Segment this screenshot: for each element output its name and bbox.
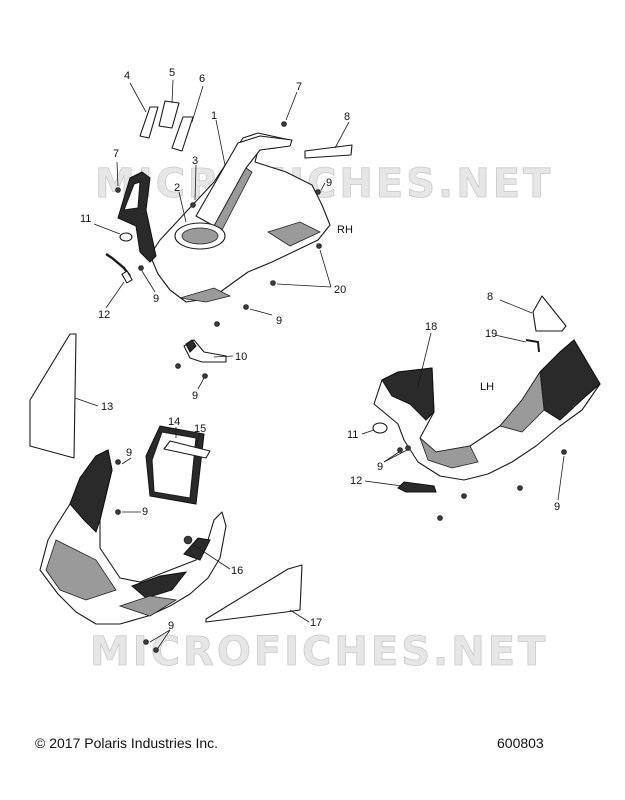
fastener-20-a [316,243,322,249]
side-panel-17 [205,564,303,623]
callout-16: 16 [231,565,243,577]
callout-numbers: 4 5 6 1 2 3 7 7 8 9 RH 11 12 9 20 9 10 9… [80,67,560,632]
leader-lines [74,79,565,649]
fastener-7-left [115,187,121,193]
strap-12-lh [397,481,437,493]
callout-18: 18 [425,321,437,333]
fastener-9-right [315,189,321,195]
decal-5 [158,100,180,129]
callout-9-lower-top: 9 [126,447,132,459]
grommet-11-rh [119,232,133,242]
callout-4: 4 [124,70,130,82]
callout-11-rh: 11 [80,213,91,225]
callout-9-bracket: 9 [192,390,198,402]
left-bracket [117,171,157,263]
callout-1: 1 [211,110,217,122]
bracket-10 [175,339,227,379]
callout-20: 20 [334,284,346,296]
fastener-9-low [243,304,249,310]
decal-6 [171,116,194,152]
callout-19: 19 [485,328,497,340]
callout-14: 14 [168,416,180,428]
callout-12-rh: 12 [98,309,110,321]
fastener-9-left [138,265,144,271]
decal-15 [163,440,211,459]
upper-rh-panel-assembly [105,100,353,327]
callout-7-left: 7 [113,148,119,160]
lh-shroud-assembly [372,339,601,521]
copyright-notice: © 2017 Polaris Industries Inc. [35,735,219,751]
grommet-11-lh [372,422,388,434]
callout-9-rh-left: 9 [153,293,159,305]
watermark-top: MICROFICHES.NET [95,161,553,207]
callout-15: 15 [194,423,206,435]
callout-11-lh: 11 [347,429,358,441]
decal-8-lh [532,295,567,332]
fastener-9-bottom [214,321,220,327]
callout-2: 2 [174,182,180,194]
callout-17: 17 [310,617,322,629]
part-3-clip [190,202,196,208]
callout-10: 10 [235,351,247,363]
callout-9-lower-bottom: 9 [168,620,174,632]
key-19 [525,339,540,353]
callout-9-lower-mid: 9 [142,506,148,518]
label-lh: LH [480,381,494,393]
floor-shade [267,221,321,247]
fastener-7-top [281,121,287,127]
floor-shade-2 [179,287,232,303]
lower-left-shroud [39,449,227,653]
strap-12-clip [121,270,133,284]
callout-9-rh-bottom: 9 [276,315,282,327]
callout-7-top: 7 [296,81,302,93]
decal-8-rh [304,144,353,159]
decal-4 [139,106,159,139]
callout-9-lh-right: 9 [554,501,560,513]
callout-8-rh: 8 [344,111,350,123]
callout-5: 5 [169,67,175,79]
label-rh: RH [337,224,353,236]
left-bracket-face [123,181,141,211]
side-panel-13 [29,333,77,459]
callout-9-rh-right: 9 [326,177,332,189]
callout-13: 13 [101,401,113,413]
callout-6: 6 [199,73,205,85]
callout-8-lh: 8 [487,291,493,303]
callout-12-lh: 12 [350,475,362,487]
diagram-number: 600803 [497,735,544,751]
fastener-20-b [270,280,276,286]
callout-9-lh-left: 9 [377,461,383,473]
watermark-bottom: MICROFICHES.NET [90,629,548,675]
round-opening-inner [181,227,219,245]
callout-3: 3 [192,155,198,167]
